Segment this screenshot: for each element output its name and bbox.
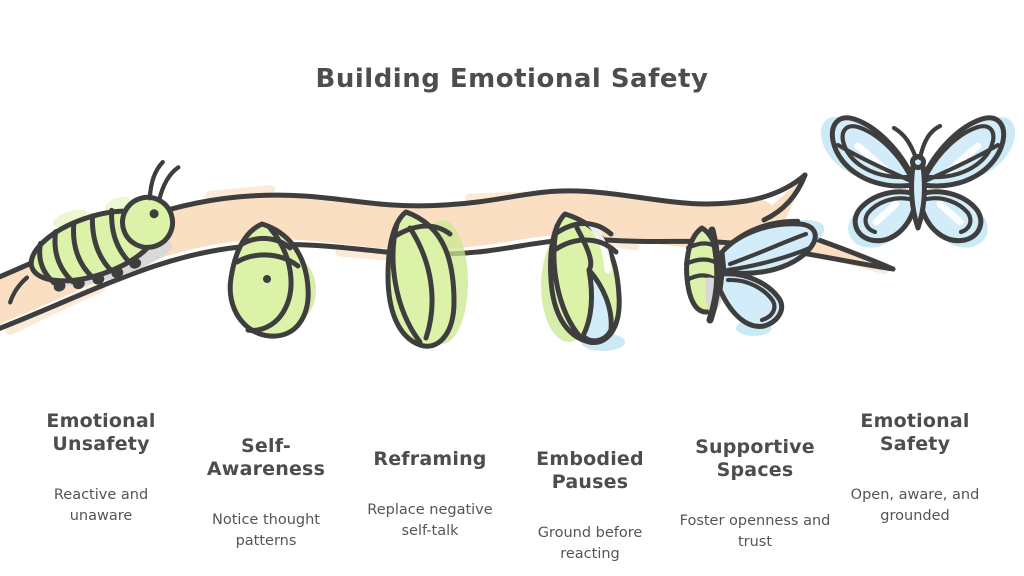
stage-heading: Emotional Unsafety <box>46 410 156 455</box>
stage-description: Ground before reacting <box>537 524 643 562</box>
chrysalis-icon <box>385 209 468 349</box>
caterpillar-icon <box>8 160 181 305</box>
stage-heading: Embodied Pauses <box>536 448 644 493</box>
stage-description: Notice thought patterns <box>212 511 320 549</box>
stage-heading: Self- Awareness <box>206 435 326 480</box>
stage-label-embodied-pauses: Embodied Pauses Ground before reacting <box>485 429 695 576</box>
stage-description: Reactive and unaware <box>53 486 149 524</box>
stage-label-self-awareness: Self- Awareness Notice thought patterns <box>161 416 371 571</box>
stage-label-supportive-spaces: Supportive Spaces Foster openness and tr… <box>650 417 860 572</box>
chrysalis-emerging-icon <box>541 211 625 351</box>
stage-description: Foster openness and trust <box>679 512 831 550</box>
stage-heading: Emotional Safety <box>860 410 970 455</box>
stage-label-emotional-safety: Emotional Safety Open, aware, and ground… <box>810 391 1020 546</box>
butterfly-icon <box>819 112 1017 248</box>
emerging-butterfly-icon <box>683 218 825 336</box>
stage-heading: Reframing <box>373 448 487 470</box>
stage-label-emotional-unsafety: Emotional Unsafety Reactive and unaware <box>0 391 206 546</box>
stage-label-reframing: Reframing Replace negative self-talk <box>325 429 535 561</box>
diagram-title: Building Emotional Safety <box>315 64 709 94</box>
stage-description: Replace negative self-talk <box>367 501 493 539</box>
cocoon-icon <box>227 221 316 339</box>
stage-description: Open, aware, and grounded <box>850 486 980 524</box>
stage-heading: Supportive Spaces <box>695 436 815 481</box>
